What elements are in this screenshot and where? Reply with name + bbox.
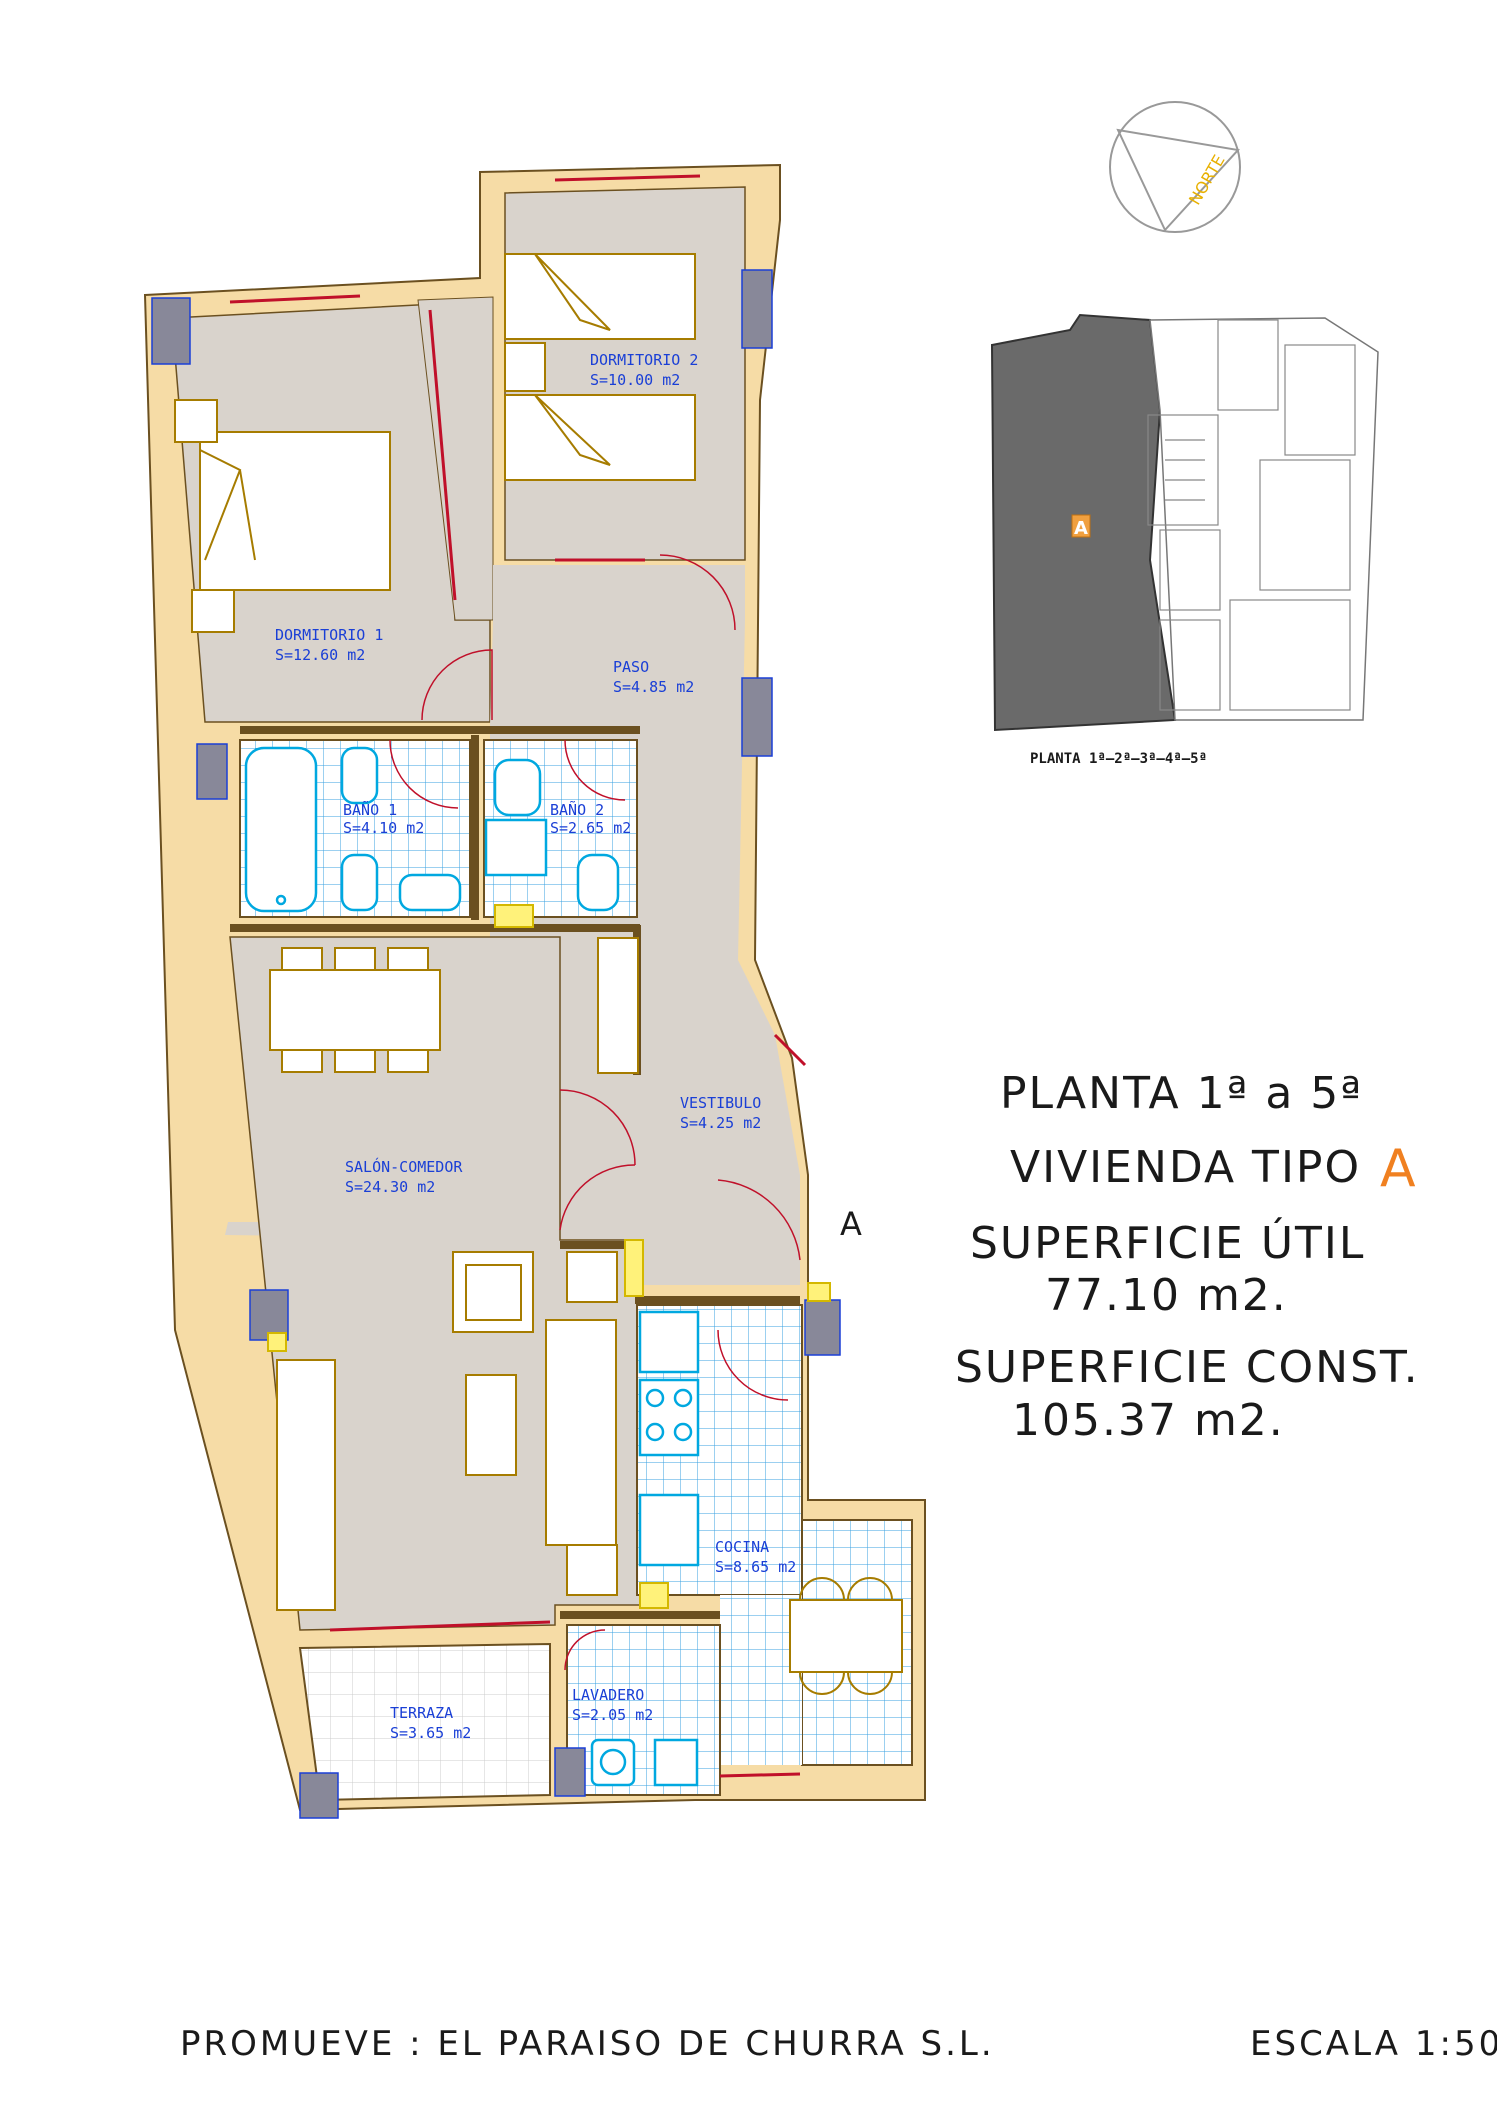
- label-bano-2-name: BAÑO 2: [550, 800, 604, 819]
- label-vestibulo-area: S=4.25 m2: [680, 1114, 761, 1132]
- label-dormitorio-2-name: DORMITORIO 2: [590, 351, 698, 369]
- north-label: NORTE: [1185, 152, 1229, 209]
- sanitary-fixtures: [244, 746, 700, 1787]
- label-terraza-name: TERRAZA: [390, 1704, 453, 1722]
- label-terraza-area: S=3.65 m2: [390, 1724, 471, 1742]
- info-vivienda: VIVIENDA TIPO: [1010, 1142, 1361, 1193]
- info-superficie-const: SUPERFICIE CONST.: [955, 1342, 1420, 1393]
- label-paso-area: S=4.85 m2: [613, 678, 694, 696]
- info-planta: PLANTA 1ª a 5ª: [1000, 1068, 1363, 1119]
- columns: [151, 269, 841, 1819]
- north-arrow: NORTE: [1109, 101, 1241, 233]
- label-lavadero-name: LAVADERO: [572, 1686, 644, 1704]
- room-labels: DORMITORIO 1 S=12.60 m2 DORMITORIO 2 S=1…: [275, 351, 796, 1742]
- info-superficie-const-value: 105.37 m2.: [1012, 1395, 1285, 1446]
- windows: [229, 174, 807, 1778]
- label-cocina-area: S=8.65 m2: [715, 1558, 796, 1576]
- doors: [389, 554, 801, 1671]
- electrical-marks: [267, 904, 831, 1609]
- label-lavadero-area: S=2.05 m2: [572, 1706, 653, 1724]
- footer-promoter: PROMUEVE : EL PARAISO DE CHURRA S.L.: [180, 2024, 995, 2064]
- label-bano-2-area: S=2.65 m2: [550, 819, 631, 837]
- info-vivienda-type: A: [1380, 1139, 1416, 1199]
- key-plan: A PLANTA 1ª–2ª–3ª–4ª–5ª: [990, 313, 1379, 767]
- label-dormitorio-1-area: S=12.60 m2: [275, 646, 365, 664]
- entrance-marker: A: [840, 1205, 862, 1243]
- label-salon-name: SALÓN-COMEDOR: [345, 1157, 463, 1176]
- label-dormitorio-2-area: S=10.00 m2: [590, 371, 680, 389]
- partitions: [230, 726, 800, 1619]
- furniture: [174, 253, 903, 1695]
- label-cocina-name: COCINA: [715, 1538, 769, 1556]
- floor-terraza: [298, 1642, 551, 1802]
- info-superficie-util-value: 77.10 m2.: [1045, 1270, 1288, 1321]
- label-bano-1-area: S=4.10 m2: [343, 819, 424, 837]
- key-plan-unit: A: [1074, 518, 1088, 539]
- label-salon-area: S=24.30 m2: [345, 1178, 435, 1196]
- label-paso-name: PASO: [613, 658, 649, 676]
- label-vestibulo-name: VESTIBULO: [680, 1094, 761, 1112]
- label-dormitorio-1-name: DORMITORIO 1: [275, 626, 383, 644]
- info-superficie-util: SUPERFICIE ÚTIL: [970, 1216, 1365, 1269]
- label-bano-1-name: BAÑO 1: [343, 800, 397, 819]
- footer-scale: ESCALA 1:50: [1250, 2024, 1497, 2064]
- key-plan-caption: PLANTA 1ª–2ª–3ª–4ª–5ª: [1030, 751, 1207, 767]
- info-block: PLANTA 1ª a 5ª VIVIENDA TIPO A SUPERFICI…: [955, 1068, 1420, 1446]
